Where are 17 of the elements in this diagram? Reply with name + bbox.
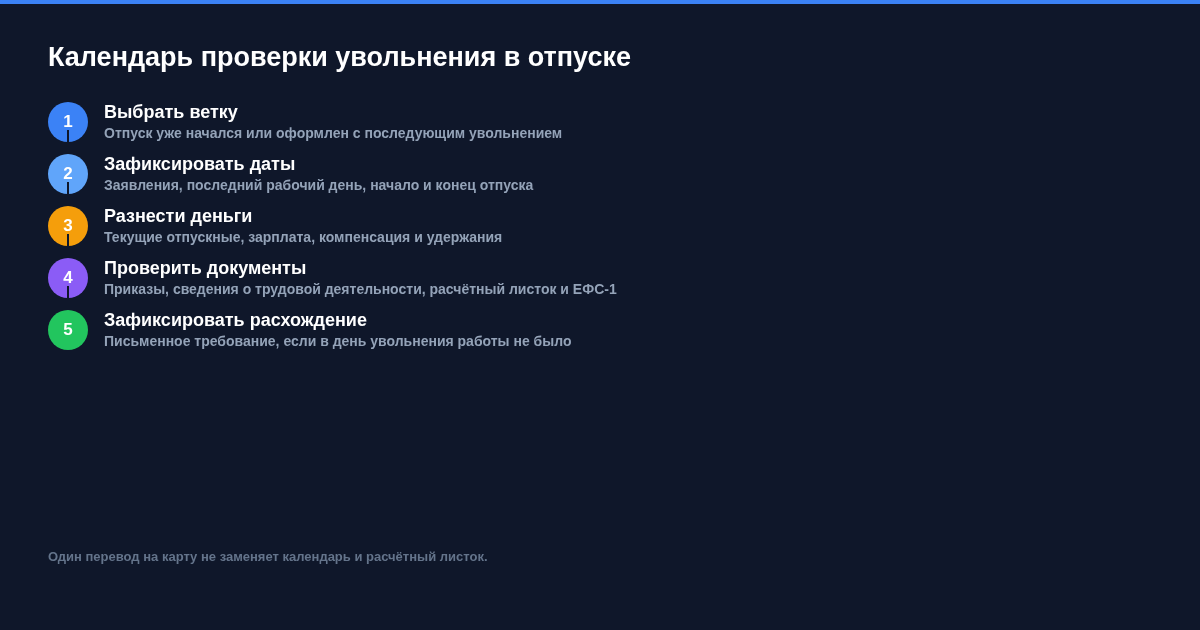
- step-title: Разнести деньги: [104, 205, 253, 227]
- step-number-circle: 1: [48, 102, 88, 142]
- step-number-circle: 5: [48, 310, 88, 350]
- step-description: Текущие отпускные, зарплата, компенсация и удержания: [104, 228, 503, 246]
- step-title: Зафиксировать даты: [104, 153, 296, 175]
- step-title: Проверить документы: [104, 257, 307, 279]
- step-number-circle: 4: [48, 258, 88, 298]
- step-number-circle: 3: [48, 206, 88, 246]
- step-number-circle: 2: [48, 154, 88, 194]
- step-title: Выбрать ветку: [104, 101, 238, 123]
- step-description: Письменное требование, если в день увольнения работы не было: [104, 332, 572, 350]
- step-description: Отпуск уже начался или оформлен с последующим увольнением: [104, 124, 563, 142]
- step-description: Заявления, последний рабочий день, начало и конец отпуска: [104, 176, 534, 194]
- step-description: Приказы, сведения о трудовой деятельности, расчётный листок и ЕФС-1: [104, 280, 617, 298]
- footnote: Один перевод на карту не заменяет календарь и расчётный листок.: [48, 548, 488, 566]
- step-title: Зафиксировать расхождение: [104, 309, 367, 331]
- diagram-title: Календарь проверки увольнения в отпуске: [48, 41, 631, 74]
